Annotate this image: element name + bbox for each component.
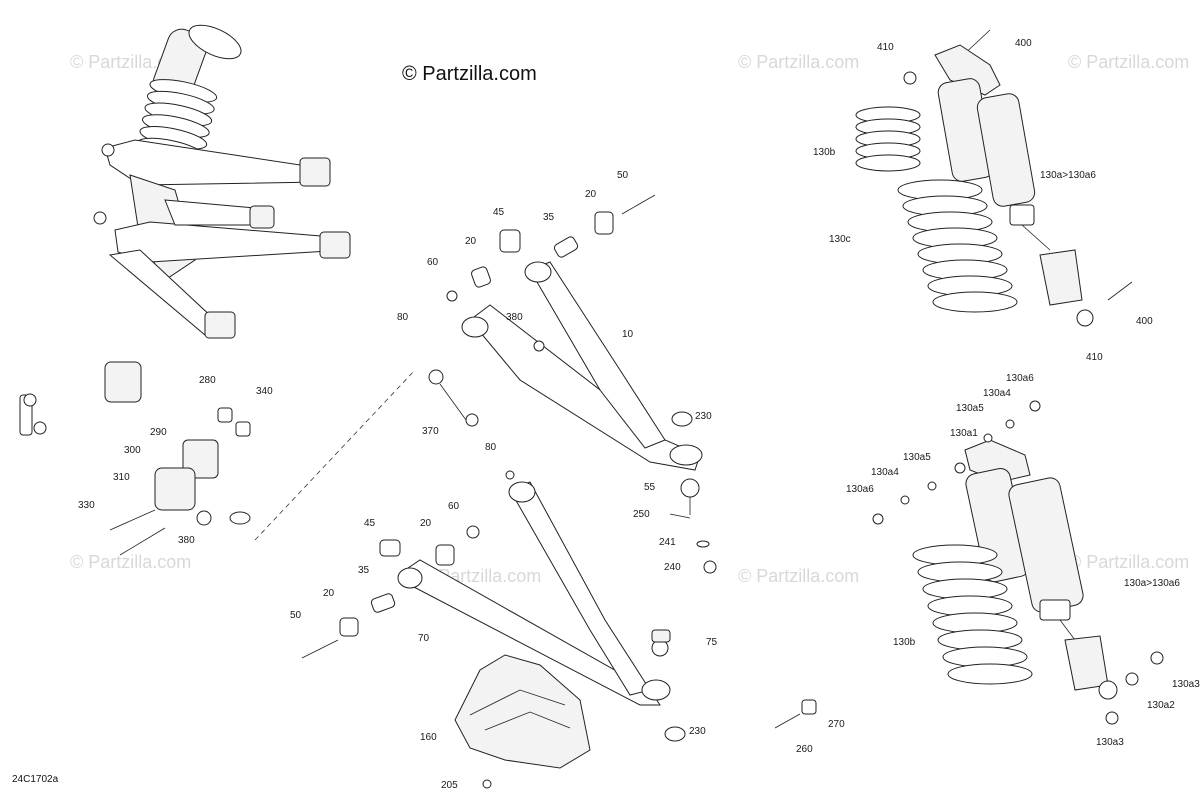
callout-label: 130a5 bbox=[903, 452, 931, 463]
watermark-text: © Partzilla.com bbox=[738, 566, 859, 586]
callout-label: 290 bbox=[150, 427, 167, 438]
callout-label: 50 bbox=[617, 170, 629, 181]
diagram-code: 24C1702a bbox=[12, 774, 59, 785]
callout-label: 35 bbox=[358, 565, 370, 576]
watermark-layer: © Partzilla.com © Partzilla.com © Partzill… bbox=[70, 52, 1189, 586]
callout-label: 410 bbox=[1086, 352, 1103, 363]
assembled-suspension-illustration bbox=[93, 24, 351, 339]
callout-layer: 10 20 20 20 20 35 35 45 45 50 50 55 60 60 70 75 80 80 130a… bbox=[78, 38, 1200, 791]
callout-label: 130a4 bbox=[983, 388, 1011, 399]
callout-label: 230 bbox=[689, 726, 706, 737]
spring-130b-top bbox=[855, 106, 921, 172]
callout-label: 45 bbox=[493, 207, 505, 218]
callout-label: 130a4 bbox=[871, 467, 899, 478]
partzilla-brand: © Partzilla.com bbox=[402, 63, 537, 85]
callout-label: 70 bbox=[418, 633, 430, 644]
callout-label: 240 bbox=[664, 562, 681, 573]
callout-label: 400 bbox=[1015, 38, 1032, 49]
watermark-text: © Partzilla.com bbox=[738, 52, 859, 72]
callout-label: 270 bbox=[828, 719, 845, 730]
callout-label: 260 bbox=[796, 744, 813, 755]
front-shock-illustration-top bbox=[855, 29, 1133, 327]
callout-label: 130a>130a6 bbox=[1124, 578, 1180, 589]
callout-label: 300 bbox=[124, 445, 141, 456]
callout-label: 35 bbox=[543, 212, 555, 223]
callout-label: 340 bbox=[256, 386, 273, 397]
rear-shock-illustration-bottom bbox=[872, 400, 1164, 725]
upper-a-arm-illustration bbox=[428, 194, 703, 515]
callout-label: 130a3 bbox=[1172, 679, 1200, 690]
callout-label: 60 bbox=[427, 257, 439, 268]
callout-label: 75 bbox=[706, 637, 718, 648]
callout-label: 205 bbox=[441, 780, 458, 791]
callout-label: 130a5 bbox=[956, 403, 984, 414]
callout-label: 130b bbox=[893, 637, 916, 648]
callout-label: 20 bbox=[323, 588, 335, 599]
callout-label: 60 bbox=[448, 501, 460, 512]
spring-130b-bottom bbox=[912, 544, 1033, 685]
callout-label: 55 bbox=[644, 482, 656, 493]
callout-label: 20 bbox=[585, 189, 597, 200]
callout-label: 10 bbox=[622, 329, 634, 340]
callout-label: 380 bbox=[178, 535, 195, 546]
callout-label: 330 bbox=[78, 500, 95, 511]
callout-label: 130c bbox=[829, 234, 851, 245]
callout-label: 45 bbox=[364, 518, 376, 529]
callout-label: 250 bbox=[633, 509, 650, 520]
callout-label: 380 bbox=[506, 312, 523, 323]
callout-label: 410 bbox=[877, 42, 894, 53]
callout-label: 130a6 bbox=[1006, 373, 1034, 384]
watermark-text: © Partzilla.com bbox=[1068, 552, 1189, 572]
callout-label: 280 bbox=[199, 375, 216, 386]
watermark-text: © Partzilla.com bbox=[1068, 52, 1189, 72]
callout-label: 50 bbox=[290, 610, 302, 621]
lower-a-arm-illustration bbox=[301, 470, 817, 789]
callout-label: 160 bbox=[420, 732, 437, 743]
callout-label: 80 bbox=[397, 312, 409, 323]
callout-label: 130a2 bbox=[1147, 700, 1175, 711]
callout-label: 241 bbox=[659, 537, 676, 548]
callout-label: 20 bbox=[420, 518, 432, 529]
callout-label: 130a6 bbox=[846, 484, 874, 495]
callout-label: 310 bbox=[113, 472, 130, 483]
spring-130c-top bbox=[897, 179, 1018, 313]
callout-label: 370 bbox=[422, 426, 439, 437]
callout-label: 80 bbox=[485, 442, 497, 453]
callout-label: 20 bbox=[465, 236, 477, 247]
callout-label: 230 bbox=[695, 411, 712, 422]
sway-bar-illustration bbox=[19, 361, 281, 556]
callout-label: 130b bbox=[813, 147, 836, 158]
callout-label: 130a1 bbox=[950, 428, 978, 439]
callout-label: 130a>130a6 bbox=[1040, 170, 1096, 181]
callout-label: 130a3 bbox=[1096, 737, 1124, 748]
callout-label: 400 bbox=[1136, 316, 1153, 327]
watermark-text: © Partzilla.com bbox=[70, 552, 191, 572]
sway-link-dashed-line bbox=[254, 369, 416, 541]
